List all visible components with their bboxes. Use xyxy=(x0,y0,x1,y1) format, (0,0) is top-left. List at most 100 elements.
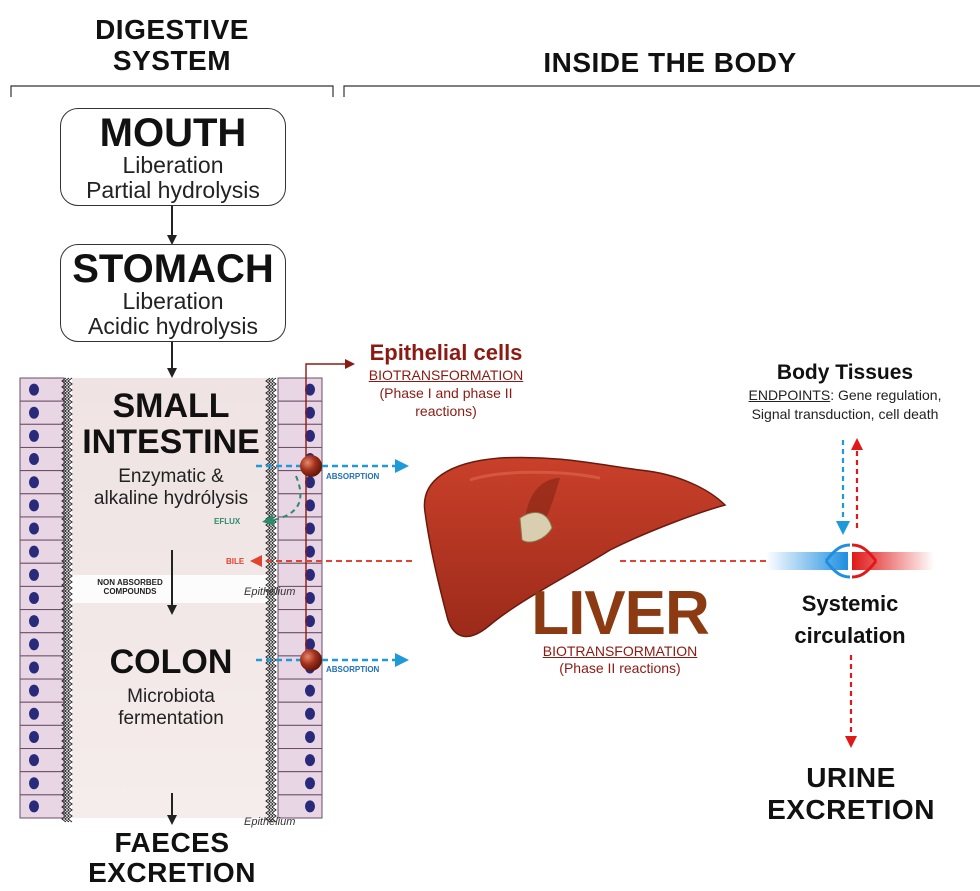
faeces-line1: FAECES xyxy=(52,828,292,858)
urine-line1: URINE xyxy=(740,762,962,794)
cell-nucleus xyxy=(29,569,39,581)
mouth-line1: Liberation xyxy=(61,153,285,178)
colon-label: COLON Microbiota fermentation xyxy=(72,644,270,730)
small-intestine-line2: alkaline hydrólysis xyxy=(72,488,270,510)
cell-nucleus xyxy=(29,685,39,697)
liver-note: (Phase II reactions) xyxy=(510,660,730,677)
faeces-line2: EXCRETION xyxy=(52,858,292,888)
mouth-box: MOUTH Liberation Partial hydrolysis xyxy=(60,108,286,206)
cell-nucleus xyxy=(29,615,39,627)
epithelial-cell xyxy=(20,424,64,447)
urine-excretion-label: URINE EXCRETION xyxy=(740,762,962,826)
epithelial-cell xyxy=(20,679,64,702)
epithelial-cell xyxy=(20,610,64,633)
faeces-excretion-label: FAECES EXCRETION xyxy=(52,828,292,888)
non-absorbed-line1: NON ABSORBED xyxy=(92,578,168,587)
epithelial-cell xyxy=(20,378,64,401)
epithelial-cells-note1: (Phase I and phase II xyxy=(336,384,556,402)
cell-nucleus xyxy=(29,546,39,558)
epithelial-cell xyxy=(20,401,64,424)
epithelial-cell xyxy=(20,447,64,470)
colon-line1: Microbiota xyxy=(72,686,270,708)
epithelial-cell xyxy=(20,749,64,772)
stomach-title: STOMACH xyxy=(61,249,285,289)
body-tissues-title: Body Tissues xyxy=(710,360,980,386)
cell-nucleus xyxy=(305,777,315,789)
liver-title: LIVER xyxy=(510,585,730,643)
cell-nucleus xyxy=(29,661,39,673)
colon-line2: fermentation xyxy=(72,708,270,730)
left-epithelium xyxy=(20,378,72,822)
non-absorbed-line2: COMPOUNDS xyxy=(92,587,168,596)
digestive-bracket xyxy=(11,86,333,97)
systemic-circulation-label: Systemic circulation xyxy=(760,588,940,652)
systemic-line1: Systemic xyxy=(760,588,940,620)
systemic-line2: circulation xyxy=(760,620,940,652)
epithelial-cell xyxy=(278,540,322,563)
epithelial-cell xyxy=(20,656,64,679)
epithelial-cells-sub: BIOTRANSFORMATION xyxy=(336,366,556,384)
body-tissues-block: Body Tissues ENDPOINTS: Gene regulation,… xyxy=(710,360,980,424)
epithelial-cell xyxy=(20,517,64,540)
cell-nucleus xyxy=(305,685,315,697)
bile-label: BILE xyxy=(226,557,244,566)
cell-nucleus xyxy=(29,430,39,442)
cell-nucleus xyxy=(305,800,315,812)
epithelial-cell xyxy=(20,702,64,725)
absorption-label-si: ABSORPTION xyxy=(326,472,379,481)
epithelial-cell xyxy=(20,772,64,795)
inside-body-bracket xyxy=(344,86,980,97)
epithelial-cell xyxy=(20,471,64,494)
epithelial-cell xyxy=(278,401,322,424)
epithelial-cell xyxy=(20,725,64,748)
epithelium-label-top: Epithelium xyxy=(244,586,295,598)
liver-sub: BIOTRANSFORMATION xyxy=(510,643,730,660)
epithelial-cell xyxy=(278,424,322,447)
stomach-line1: Liberation xyxy=(61,289,285,314)
cell-nucleus xyxy=(29,592,39,604)
cell-nucleus xyxy=(29,731,39,743)
non-absorbed-label: NON ABSORBED COMPOUNDS xyxy=(92,578,168,596)
cell-nucleus xyxy=(29,800,39,812)
stomach-line2: Acidic hydrolysis xyxy=(61,314,285,339)
cell-nucleus xyxy=(29,453,39,465)
epithelial-cell xyxy=(278,378,322,401)
cell-nucleus xyxy=(29,499,39,511)
epithelial-cell xyxy=(20,795,64,818)
epithelial-cells-note2: reactions) xyxy=(336,402,556,420)
mouth-line2: Partial hydrolysis xyxy=(61,178,285,203)
epithelial-cell xyxy=(278,749,322,772)
epithelial-cell xyxy=(278,563,322,586)
urine-line2: EXCRETION xyxy=(740,794,962,826)
epithelial-cell xyxy=(278,772,322,795)
epithelial-cells-title: Epithelial cells xyxy=(336,340,556,366)
colon-title: COLON xyxy=(72,644,270,680)
cell-nucleus xyxy=(29,476,39,488)
liver-block: LIVER BIOTRANSFORMATION (Phase II reacti… xyxy=(510,585,730,677)
cell-nucleus xyxy=(29,777,39,789)
cell-nucleus xyxy=(29,754,39,766)
epithelium-label-bottom: Epithelium xyxy=(244,816,295,828)
small-intestine-title2: INTESTINE xyxy=(72,424,270,460)
epithelial-cell xyxy=(20,494,64,517)
small-intestine-line1: Enzymatic & xyxy=(72,466,270,488)
cell-nucleus xyxy=(305,754,315,766)
systemic-vessel xyxy=(766,540,934,582)
cell-nucleus xyxy=(305,708,315,720)
epithelial-cell xyxy=(278,517,322,540)
endpoints-text1: : Gene regulation, xyxy=(830,387,941,403)
mouth-title: MOUTH xyxy=(61,113,285,153)
epithelial-cell xyxy=(278,795,322,818)
epithelial-cells-block: Epithelial cells BIOTRANSFORMATION (Phas… xyxy=(336,340,556,420)
epithelial-cell xyxy=(20,586,64,609)
cell-nucleus xyxy=(29,407,39,419)
absorption-carrier-colon xyxy=(300,649,322,671)
absorption-carrier-si xyxy=(300,455,322,477)
epithelial-cell xyxy=(20,540,64,563)
small-intestine-label: SMALL INTESTINE Enzymatic & alkaline hyd… xyxy=(72,388,270,510)
endpoints-text2: Signal transduction, cell death xyxy=(710,405,980,424)
absorption-label-colon: ABSORPTION xyxy=(326,665,379,674)
endpoints-label: ENDPOINTS xyxy=(749,387,831,403)
epithelial-cell xyxy=(278,679,322,702)
small-intestine-title1: SMALL xyxy=(72,388,270,424)
